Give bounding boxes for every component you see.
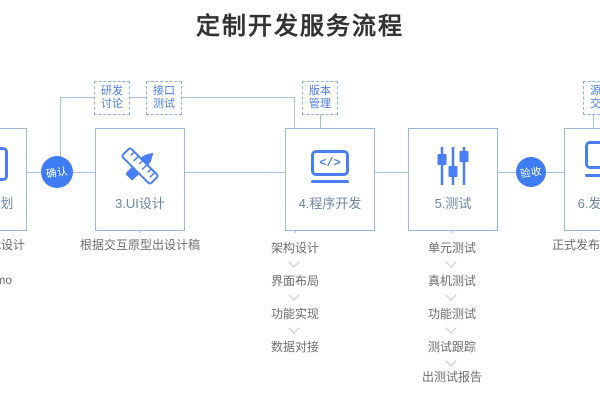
flow-item: 单元测试 [427, 241, 477, 255]
flow-item: 真机测试 [427, 274, 477, 288]
design-tools-icon [117, 142, 163, 190]
milestone-accept: 验收 [516, 157, 546, 187]
chevron-down-icon [288, 322, 300, 334]
milestone-accept-label: 验收 [519, 165, 543, 180]
chevron-down-icon [445, 355, 457, 367]
stage-label: 6.发布上线 [577, 196, 600, 211]
chevron-down-icon [445, 322, 457, 334]
badge-line: 接口 [153, 85, 175, 97]
stage-box-ui-design: 3.UI设计 [95, 128, 185, 231]
flow-item: 出测试报告 [421, 370, 483, 384]
stage-box-development: </> 4.程序开发 [285, 128, 375, 231]
launch-monitor-icon [585, 141, 600, 169]
badge-line: 版本 [309, 85, 331, 97]
stage-box-product-planning: 2.产品规划 [0, 128, 27, 231]
badge-version-management: 版本 管理 [302, 81, 338, 115]
badge-line: 管理 [309, 98, 331, 110]
flow-item: 数据对接 [270, 340, 320, 354]
connector-line-mid-2 [185, 172, 285, 173]
stage-label: 5.测试 [434, 196, 472, 211]
flow-item: 架构设计 [270, 241, 320, 255]
stage-label: 3.UI设计 [115, 196, 165, 211]
flow-item: 根据交互原型出设计稿 [79, 238, 201, 252]
connector-line-mid-3 [375, 172, 408, 173]
flow-item: 测试跟踪 [427, 340, 477, 354]
connector-line-vertical-delivery [593, 114, 594, 130]
code-glyph: </> [319, 155, 341, 170]
flow-item: 功能实现 [270, 307, 320, 321]
launch-monitor-base [585, 174, 600, 177]
stage-label: 2.产品规划 [0, 196, 14, 211]
chevron-down-icon [288, 256, 300, 268]
document-icon [0, 147, 8, 181]
badge-rd-discussion: 研发 讨论 [94, 81, 130, 115]
sliders-icon-svg [437, 147, 469, 185]
milestone-confirm: 确认 [41, 156, 73, 188]
badge-line: 研发 [101, 85, 123, 97]
connector-line-vertical-dev [294, 97, 295, 128]
badge-api-test: 接口 测试 [146, 81, 182, 115]
badge-line: 源码 [590, 85, 600, 97]
badge-line: 交付 [590, 98, 600, 110]
connector-line-vertical-version [320, 114, 321, 128]
stage-label: 4.程序开发 [298, 196, 362, 211]
chevron-down-icon [445, 256, 457, 268]
badge-source-delivery: 源码 交付 [583, 81, 600, 115]
flow-item: 原型Demo [0, 273, 13, 287]
badge-line: 测试 [153, 98, 175, 110]
sliders-icon [431, 142, 475, 190]
code-monitor-base [311, 179, 349, 183]
code-monitor-icon: </> [311, 142, 349, 190]
connector-line-vertical-confirm [60, 97, 61, 157]
chevron-down-icon [288, 289, 300, 301]
flow-item: 功能测试 [427, 307, 477, 321]
stage-box-testing: 5.测试 [408, 128, 498, 231]
page-title: 定制开发服务流程 [196, 13, 404, 40]
chevron-down-icon [445, 289, 457, 301]
badge-line: 讨论 [101, 98, 123, 110]
flow-item: 功能设计 [0, 238, 26, 252]
milestone-confirm-label: 确认 [45, 165, 69, 180]
flow-item: 正式发布 [552, 238, 600, 252]
design-tools-icon-svg [121, 147, 159, 185]
flow-item: 界面布局 [270, 274, 320, 288]
code-monitor-frame: </> [311, 149, 349, 176]
